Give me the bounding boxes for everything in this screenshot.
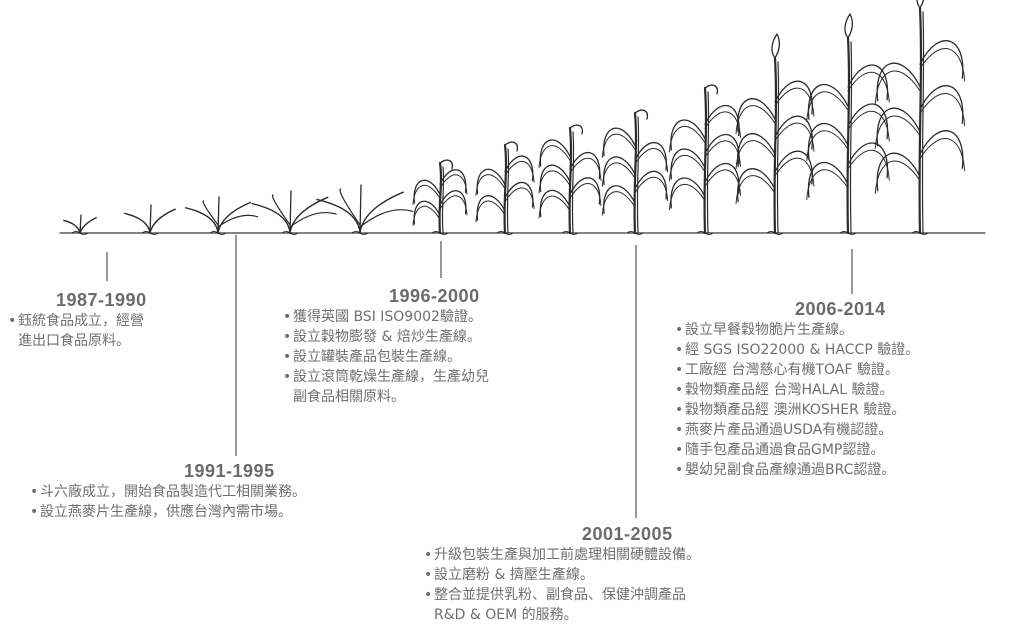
plant-stage bbox=[63, 214, 97, 235]
bullet-icon: • bbox=[424, 587, 433, 603]
plant-stage bbox=[316, 184, 414, 235]
plant-stage bbox=[412, 159, 468, 235]
plant-stage bbox=[251, 190, 337, 235]
milestone-item: •升級包裝生產與加工前處理相關硬體設備。 bbox=[424, 545, 700, 565]
period-year: 1987-1990 bbox=[56, 290, 147, 310]
milestone-text: 進出口食品原料。 bbox=[18, 333, 130, 349]
period-year: 1991-1995 bbox=[184, 461, 275, 481]
milestone-text: 工廠經 台灣慈心有機TOAF 驗證。 bbox=[685, 362, 899, 378]
milestone-text: R&D & OEM 的服務。 bbox=[434, 607, 578, 623]
plant-stage bbox=[735, 33, 815, 235]
bullet-icon: • bbox=[675, 462, 684, 478]
milestone-text: 隨手包產品通過食品GMP認證。 bbox=[685, 442, 885, 458]
milestone-item: •工廠經 台灣慈心有機TOAF 驗證。 bbox=[675, 360, 919, 380]
bullet-icon: • bbox=[283, 309, 292, 325]
plant-stage bbox=[475, 141, 535, 235]
milestone-text: 設立磨粉 & 擠壓生產線。 bbox=[434, 567, 594, 583]
milestone-text: 獲得英國 BSI ISO9002驗證。 bbox=[293, 309, 482, 325]
bullet-icon: • bbox=[675, 442, 684, 458]
milestone-text: 斗六廠成立，開始食品製造代工相關業務。 bbox=[40, 484, 306, 500]
bullet-icon: • bbox=[675, 422, 684, 438]
milestone-item: •鈺統食品成立，經營進出口食品原料。 bbox=[8, 311, 147, 351]
milestone-item: •設立早餐穀物脆片生產線。 bbox=[675, 320, 919, 340]
milestone-item: •隨手包產品通過食品GMP認證。 bbox=[675, 440, 919, 460]
bullet-icon: • bbox=[8, 313, 17, 329]
milestone-text: 升級包裝生產與加工前處理相關硬體設備。 bbox=[434, 547, 700, 563]
milestone-item: •嬰幼兒副食品產線通過BRC認證。 bbox=[675, 460, 919, 480]
period-items: •設立早餐穀物脆片生產線。•經 SGS ISO22000 & HACCP 驗證。… bbox=[675, 320, 919, 480]
milestone-item: •斗六廠成立，開始食品製造代工相關業務。 bbox=[30, 482, 306, 502]
bullet-icon: • bbox=[283, 369, 292, 385]
bullet-icon: • bbox=[675, 362, 684, 378]
bullet-icon: • bbox=[30, 484, 39, 500]
milestone-text: 燕麥片產品通過USDA有機認證。 bbox=[685, 422, 893, 438]
milestone-text: 經 SGS ISO22000 & HACCP 驗證。 bbox=[685, 342, 920, 358]
milestone-text: 副食品相關原料。 bbox=[293, 389, 405, 405]
bullet-icon: • bbox=[424, 547, 433, 563]
milestone-text: 穀物類產品經 澳洲KOSHER 驗證。 bbox=[685, 402, 906, 418]
milestone-item: •設立磨粉 & 擠壓生產線。 bbox=[424, 565, 700, 585]
bullet-icon: • bbox=[675, 342, 684, 358]
bullet-icon: • bbox=[30, 504, 39, 520]
period-items: •獲得英國 BSI ISO9002驗證。•設立穀物膨發 & 焙炒生產線。•設立罐… bbox=[283, 307, 489, 407]
milestone-item: •設立穀物膨發 & 焙炒生產線。 bbox=[283, 327, 489, 347]
bullet-icon: • bbox=[675, 382, 684, 398]
milestone-item: •獲得英國 BSI ISO9002驗證。 bbox=[283, 307, 489, 327]
milestone-text: 鈺統食品成立，經營 bbox=[18, 313, 144, 329]
milestone-text: 設立早餐穀物脆片生產線。 bbox=[685, 322, 853, 338]
milestone-item: •設立滾筒乾燥生產線，生產幼兒副食品相關原料。 bbox=[283, 367, 489, 407]
milestone-text: 穀物類產品經 台灣HALAL 驗證。 bbox=[685, 382, 894, 398]
bullet-icon: • bbox=[675, 322, 684, 338]
plant-stage bbox=[874, 0, 966, 235]
period-2006-2014: 2006-2014 •設立早餐穀物脆片生產線。•經 SGS ISO22000 &… bbox=[675, 298, 919, 480]
milestone-text: 整合並提供乳粉、副食品、保健沖調產品 bbox=[434, 587, 686, 603]
milestone-text: 設立罐裝產品包裝生產線。 bbox=[293, 349, 461, 365]
milestone-text: 嬰幼兒副食品產線通過BRC認證。 bbox=[685, 462, 896, 478]
milestone-item: •設立燕麥片生產線，供應台灣內需市場。 bbox=[30, 502, 306, 522]
plant-growth-sequence bbox=[59, 0, 986, 235]
plant-stage bbox=[124, 204, 176, 235]
period-2001-2005: 2001-2005 •升級包裝生產與加工前處理相關硬體設備。•設立磨粉 & 擠壓… bbox=[424, 523, 700, 625]
period-items: •斗六廠成立，開始食品製造代工相關業務。•設立燕麥片生產線，供應台灣內需市場。 bbox=[30, 482, 306, 522]
plant-stage bbox=[806, 13, 890, 235]
period-1987-1990: 1987-1990 •鈺統食品成立，經營進出口食品原料。 bbox=[8, 289, 147, 351]
milestone-text: 設立燕麥片生產線，供應台灣內需市場。 bbox=[40, 504, 292, 520]
bullet-icon: • bbox=[424, 567, 433, 583]
plant-stage bbox=[601, 109, 669, 235]
milestone-item: •燕麥片產品通過USDA有機認證。 bbox=[675, 420, 919, 440]
milestone-text: 設立滾筒乾燥生產線，生產幼兒 bbox=[293, 369, 489, 385]
milestone-item: •整合並提供乳粉、副食品、保健沖調產品 R&D & OEM 的服務。 bbox=[424, 585, 700, 625]
milestone-text: 設立穀物膨發 & 焙炒生產線。 bbox=[293, 329, 481, 345]
period-1991-1995: 1991-1995 •斗六廠成立，開始食品製造代工相關業務。•設立燕麥片生產線，… bbox=[30, 460, 306, 522]
plant-stage bbox=[184, 196, 259, 235]
timeline-connectors bbox=[106, 235, 853, 518]
period-1996-2000: 1996-2000 •獲得英國 BSI ISO9002驗證。•設立穀物膨發 & … bbox=[283, 285, 489, 407]
bullet-icon: • bbox=[283, 349, 292, 365]
milestone-item: •經 SGS ISO22000 & HACCP 驗證。 bbox=[675, 340, 919, 360]
period-items: •升級包裝生產與加工前處理相關硬體設備。•設立磨粉 & 擠壓生產線。•整合並提供… bbox=[424, 545, 700, 625]
period-year: 2006-2014 bbox=[795, 299, 886, 319]
period-year: 1996-2000 bbox=[389, 286, 480, 306]
bullet-icon: • bbox=[283, 329, 292, 345]
milestone-item: •穀物類產品經 澳洲KOSHER 驗證。 bbox=[675, 400, 919, 420]
period-items: •鈺統食品成立，經營進出口食品原料。 bbox=[8, 311, 147, 351]
milestone-item: •穀物類產品經 台灣HALAL 驗證。 bbox=[675, 380, 919, 400]
period-year: 2001-2005 bbox=[582, 524, 673, 544]
plant-stage bbox=[538, 124, 602, 235]
milestone-item: •設立罐裝產品包裝生產線。 bbox=[283, 347, 489, 367]
plant-stage bbox=[668, 84, 742, 235]
bullet-icon: • bbox=[675, 402, 684, 418]
